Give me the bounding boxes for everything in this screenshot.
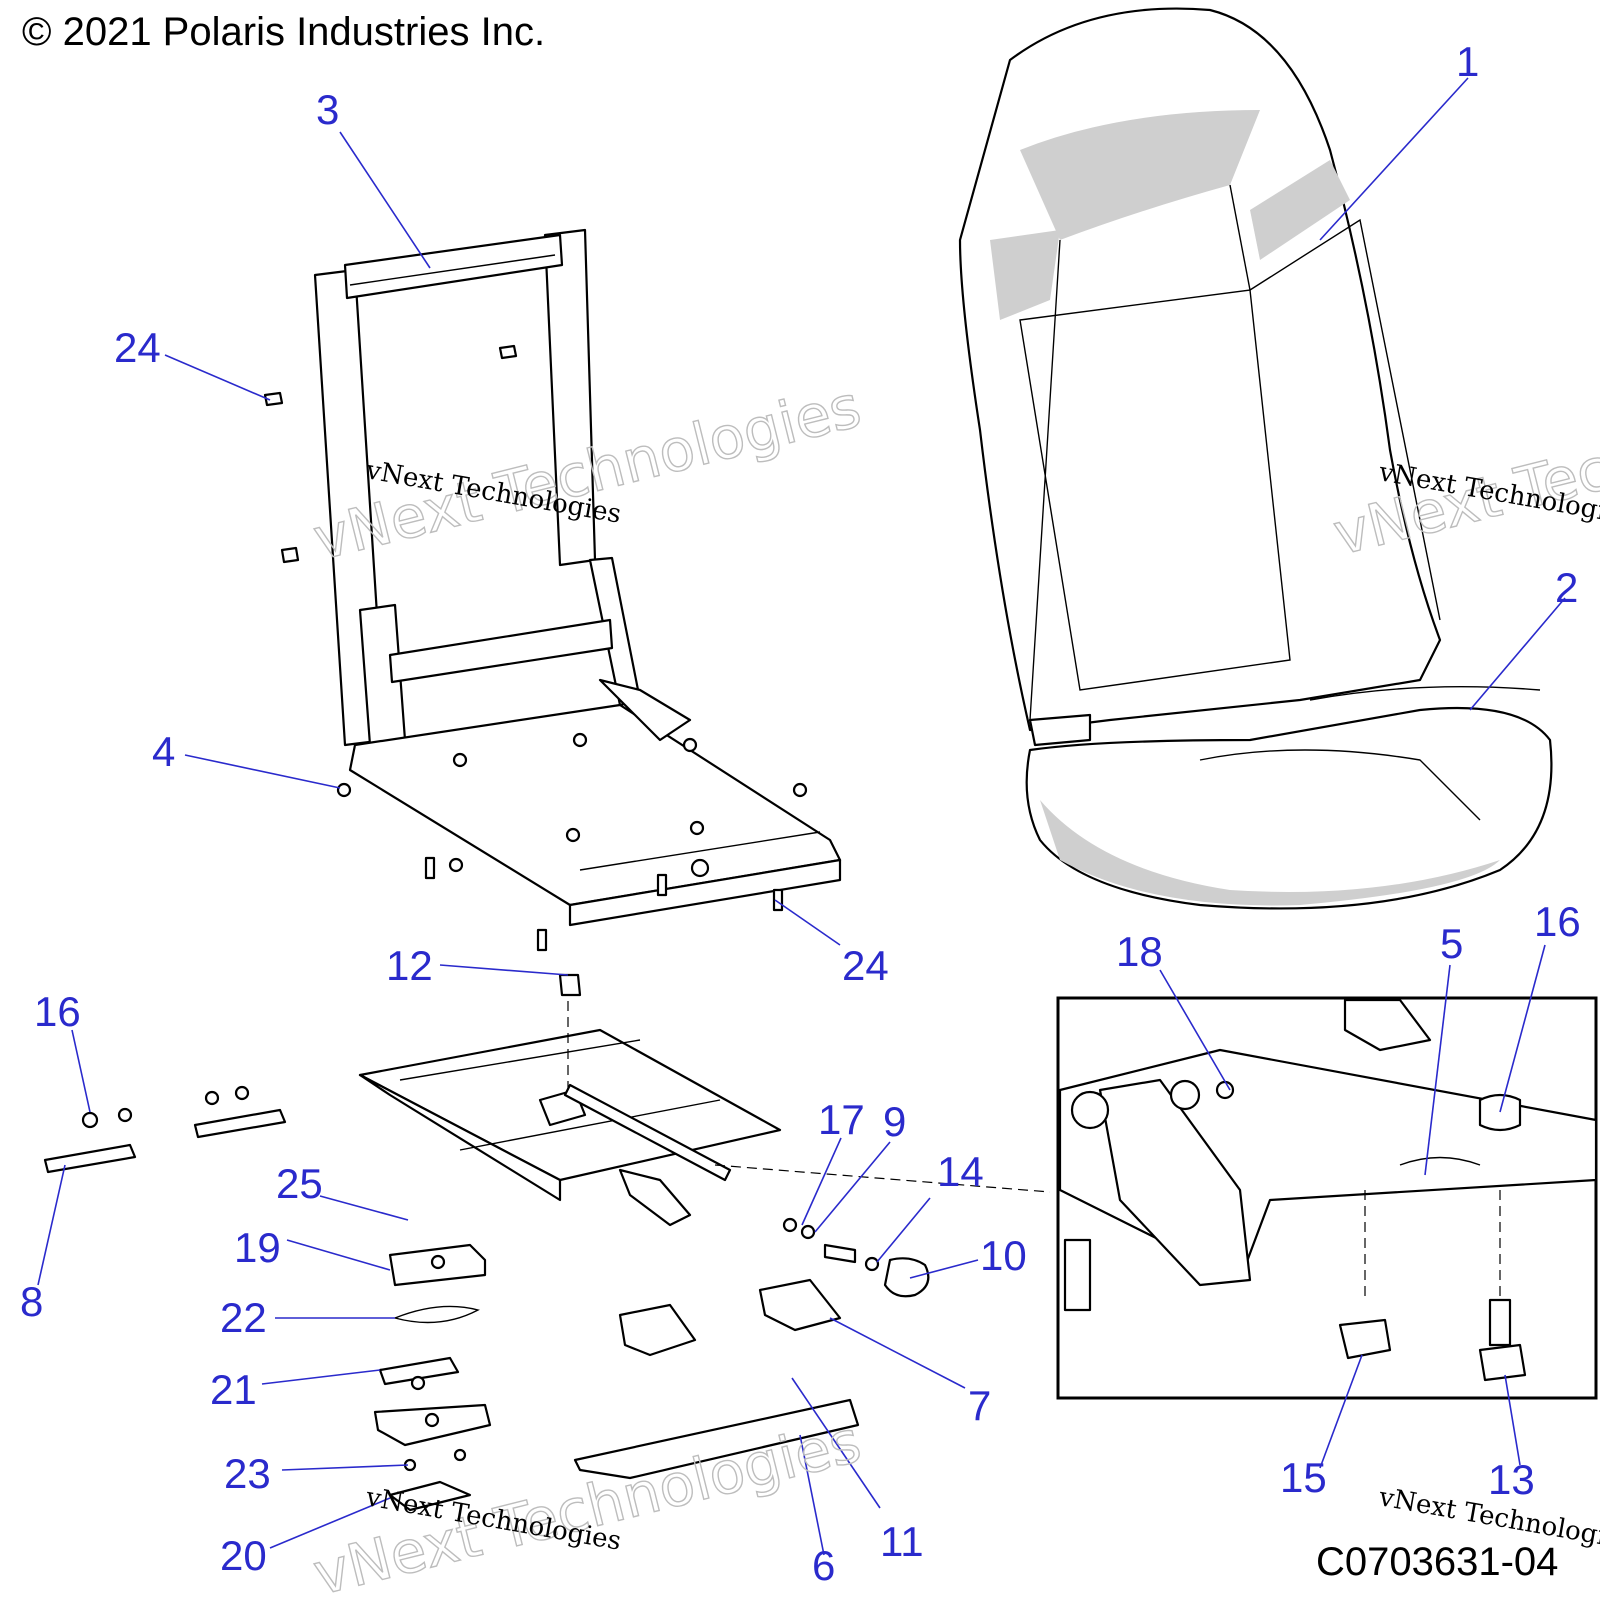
lower-parts bbox=[43, 1085, 930, 1512]
callout-21: 21 bbox=[210, 1366, 257, 1413]
callout-24-lower: 24 bbox=[842, 942, 889, 989]
callout-4: 4 bbox=[152, 728, 175, 775]
callout-16: 16 bbox=[34, 988, 81, 1035]
callout-15: 15 bbox=[1280, 1454, 1327, 1501]
seat-assembly bbox=[958, 7, 1553, 910]
callout-22: 22 bbox=[220, 1294, 267, 1341]
callout-1: 1 bbox=[1456, 38, 1479, 85]
callout-3: 3 bbox=[316, 86, 339, 133]
seat-slider bbox=[358, 973, 1051, 1227]
callout-5: 5 bbox=[1440, 920, 1463, 967]
callout-20: 20 bbox=[220, 1532, 267, 1579]
callout-9: 9 bbox=[883, 1098, 906, 1145]
callout-6: 6 bbox=[812, 1542, 835, 1589]
fasteners bbox=[263, 344, 784, 952]
callout-25: 25 bbox=[276, 1160, 323, 1207]
watermarks: vNext Technologies vNext Technologies vN… bbox=[306, 366, 1600, 1600]
drawing-code: C0703631-04 bbox=[1316, 1540, 1559, 1584]
callout-23: 23 bbox=[224, 1450, 271, 1497]
callout-24-upper: 24 bbox=[114, 324, 161, 371]
inset-detail bbox=[1056, 996, 1598, 1400]
callout-10: 10 bbox=[980, 1232, 1027, 1279]
callout-11: 11 bbox=[880, 1518, 924, 1565]
callout-18: 18 bbox=[1116, 928, 1163, 975]
copyright-text: © 2021 Polaris Industries Inc. bbox=[22, 10, 546, 54]
callout-12: 12 bbox=[386, 942, 433, 989]
callout-labels: 1 2 3 4 5 6 7 8 9 10 11 12 13 14 15 16 1… bbox=[20, 38, 1581, 1589]
callout-13: 13 bbox=[1488, 1456, 1535, 1503]
callout-17: 17 bbox=[818, 1096, 865, 1143]
callout-14: 14 bbox=[937, 1148, 984, 1195]
callout-19: 19 bbox=[234, 1224, 281, 1271]
callout-2: 2 bbox=[1555, 564, 1578, 611]
leader-lines bbox=[37, 77, 1566, 1556]
callout-16-inset: 16 bbox=[1534, 898, 1581, 945]
seat-frame bbox=[313, 228, 842, 927]
callout-7: 7 bbox=[968, 1382, 991, 1429]
callout-8: 8 bbox=[20, 1278, 43, 1325]
